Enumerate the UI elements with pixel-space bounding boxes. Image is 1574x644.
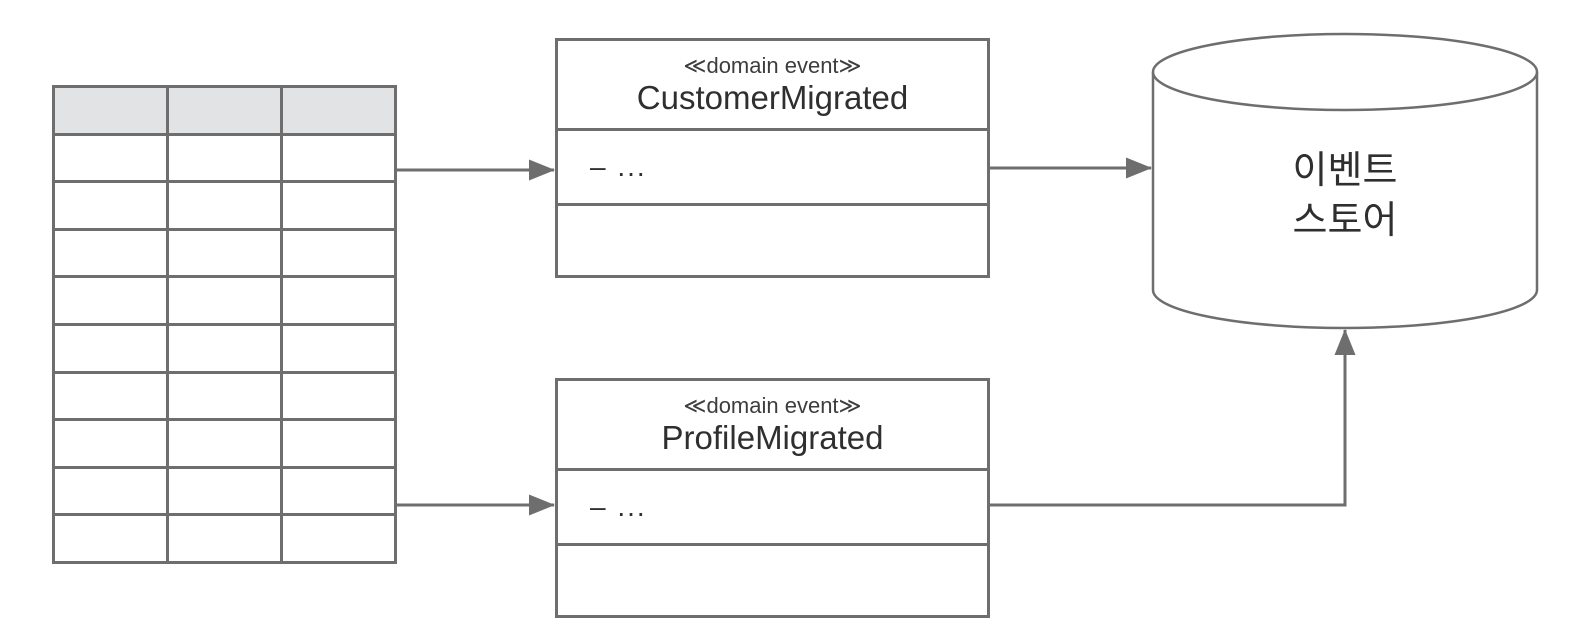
- table-cell: [283, 230, 394, 276]
- table-cell: [55, 135, 166, 181]
- table-cell: [283, 421, 394, 466]
- operations-compartment: [558, 203, 987, 275]
- table-cell: [283, 183, 394, 228]
- table-cell: [283, 135, 394, 181]
- class-name-label: CustomerMigrated: [636, 78, 909, 116]
- attributes-compartment: – ...: [558, 468, 987, 543]
- table-header-cell: [55, 88, 166, 133]
- table-cell: [55, 230, 166, 276]
- table-cell: [169, 421, 280, 466]
- stereotype-label: ≪domain event≫: [683, 393, 862, 419]
- class-box-customermigrated: ≪domain event≫ CustomerMigrated – ...: [555, 38, 990, 278]
- table-cell: [55, 278, 166, 323]
- attribute-placeholder-text: – ...: [590, 491, 647, 522]
- table-cell: [283, 373, 394, 419]
- attributes-compartment: – ...: [558, 128, 987, 203]
- source-table: [52, 85, 397, 564]
- table-header-cell: [169, 88, 280, 133]
- table-cell: [55, 373, 166, 419]
- table-cell: [169, 373, 280, 419]
- event-store-label-line1: 이벤트: [1292, 150, 1398, 192]
- table-cell: [55, 468, 166, 514]
- table-cell: [283, 278, 394, 323]
- event-store-label: 이벤트 스토어: [1149, 146, 1541, 246]
- table-cell: [169, 230, 280, 276]
- table-cell: [169, 278, 280, 323]
- event-store-cylinder: 이벤트 스토어: [1149, 28, 1541, 334]
- event-store-label-line2: 스토어: [1292, 200, 1398, 243]
- class-header: ≪domain event≫ CustomerMigrated: [558, 41, 987, 128]
- class-name-label: ProfileMigrated: [661, 418, 884, 456]
- table-cell: [169, 183, 280, 228]
- table-cell: [169, 325, 280, 371]
- table-cell: [283, 468, 394, 514]
- table-cell: [55, 516, 166, 561]
- operations-compartment: [558, 543, 987, 615]
- table-cell: [55, 183, 166, 228]
- table-cell: [55, 325, 166, 371]
- table-cell: [169, 135, 280, 181]
- database-cylinder-icon: [1151, 32, 1539, 330]
- class-box-profilemigrated: ≪domain event≫ ProfileMigrated – ...: [555, 378, 990, 618]
- table-cell: [169, 516, 280, 561]
- table-cell: [55, 421, 166, 466]
- stereotype-label: ≪domain event≫: [683, 53, 862, 79]
- table-cell: [169, 468, 280, 514]
- table-cell: [283, 516, 394, 561]
- table-cell: [283, 325, 394, 371]
- arrow-profilemigrated-to-eventstore: [990, 329, 1356, 507]
- attribute-placeholder-text: – ...: [590, 151, 647, 182]
- class-header: ≪domain event≫ ProfileMigrated: [558, 381, 987, 468]
- table-header-cell: [283, 88, 394, 133]
